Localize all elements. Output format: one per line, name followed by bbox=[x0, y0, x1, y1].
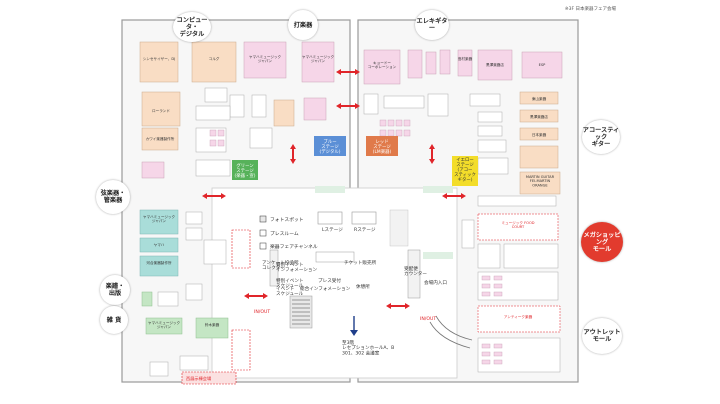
route-arrows bbox=[204, 71, 464, 307]
shop-label-right-1: 島村楽器 bbox=[458, 56, 473, 61]
walkway-lower bbox=[423, 252, 453, 259]
press-label: プレス受付 bbox=[318, 277, 341, 284]
in-out-right-text: IN/OUT bbox=[420, 316, 436, 322]
event-schedule2-label: イベントスケジュール bbox=[276, 286, 304, 297]
category-drums[interactable]: 打楽器 bbox=[288, 10, 318, 40]
red-stage-label: レッドステージ(LM楽器) bbox=[373, 140, 392, 155]
small-stalls bbox=[209, 119, 503, 365]
r-stage-label: Rステージ bbox=[354, 227, 376, 233]
ticket-label: チケット販売所 bbox=[344, 259, 377, 266]
legend-label-1: プレスルーム bbox=[270, 231, 299, 237]
category-mega-shopping-mall[interactable]: メガショッピング モール bbox=[581, 222, 623, 262]
legend-label-0: フォトスポット bbox=[270, 216, 304, 223]
shop-label-right-6: 日本楽器 bbox=[532, 132, 547, 137]
legend-icons bbox=[259, 215, 267, 250]
shop-label-left-6: ヤマハミュージックジャパン bbox=[143, 214, 176, 223]
shop-label-right-4: 東山楽器 bbox=[532, 96, 547, 101]
shop-label-right-5: 黒澤楽器店 bbox=[530, 114, 548, 119]
in-out-left-text: IN/OUT bbox=[254, 309, 270, 315]
red-stage bbox=[366, 136, 398, 156]
rest-label: 休憩所 bbox=[356, 283, 370, 290]
l-stage-label: Lステージ bbox=[322, 227, 343, 233]
down-arrow-head bbox=[350, 330, 358, 336]
category-digital[interactable]: コンピュータ・ デジタル bbox=[173, 12, 211, 42]
arrow-heads bbox=[202, 69, 466, 309]
event-info-label: 特別イベントインフォメーション bbox=[276, 261, 318, 273]
shop-label-left-7: ヤマハ bbox=[154, 242, 165, 247]
shop-label-left-2: ヤマハミュージックジャパン bbox=[249, 54, 282, 63]
shop-label-right-3: ESP bbox=[539, 63, 547, 67]
category-goods[interactable]: 雑 貨 bbox=[100, 306, 128, 334]
mall-label-1: アンティーク楽器 bbox=[504, 314, 533, 319]
general-info-label: 総合インフォメーション bbox=[300, 285, 351, 292]
shop-label-left-1: ローランド bbox=[152, 108, 170, 113]
category-electric-guitar[interactable]: エレキギター bbox=[415, 10, 449, 40]
west-hall-text: 西展示棟会場 bbox=[186, 375, 212, 382]
walkway-right bbox=[423, 186, 453, 193]
shop-label-left-8: 河合楽器製作所 bbox=[146, 260, 172, 265]
curved-ramp bbox=[429, 321, 471, 349]
blue-stage-label: ブルーステージ(デジタル) bbox=[320, 138, 341, 155]
shop-label-left-4: カワイ楽器製作所 bbox=[146, 136, 175, 141]
left-booths bbox=[139, 41, 335, 385]
enquete-label: アンケート投函所コレクター bbox=[262, 259, 299, 271]
legend-label-2: 楽器フェアチャンネル bbox=[270, 243, 318, 250]
category-outlet-mall[interactable]: アウトレット モール bbox=[582, 318, 622, 354]
counter-label: 受配便カウンター bbox=[404, 265, 427, 277]
shop-label-left-5: ヤマハミュージックジャパン bbox=[302, 54, 335, 63]
shop-label-left-10: 鈴木楽器 bbox=[205, 322, 220, 327]
stage-labels: ブルーステージ(デジタル) レッドステージ(LM楽器) グリーンステージ(楽器・… bbox=[235, 138, 476, 183]
shop-labels-right: キョードーコーポレーション 島村楽器 黒澤楽器店 ESP 東山楽器 黒澤楽器店 … bbox=[368, 56, 555, 187]
green-stage bbox=[232, 160, 258, 180]
note-label: ※3F 日本楽器フェア会場 bbox=[564, 7, 616, 12]
shop-label-left-0: シンセサイザー、DJ bbox=[143, 56, 176, 61]
shop-label-left-3: コルグ bbox=[209, 56, 220, 61]
walkway-left bbox=[315, 186, 345, 193]
stages bbox=[232, 136, 478, 186]
category-sheet-music[interactable]: 楽譜・ 出版 bbox=[100, 275, 130, 305]
blue-stage bbox=[314, 136, 346, 156]
yellow-stage-label: イエローステージ(アコースティックギター) bbox=[454, 157, 476, 183]
yellow-stage bbox=[452, 156, 478, 186]
shop-label-right-0: キョードーコーポレーション bbox=[368, 61, 397, 69]
legend-labels: フォトスポット プレスルーム 楽器フェアチャンネル bbox=[270, 216, 318, 250]
green-stage-label: グリーンステージ(楽器・宣) bbox=[235, 162, 256, 179]
category-wind[interactable]: 弦楽器・ 管楽器 bbox=[96, 180, 130, 214]
venue-entrance-label: 会場内入口 bbox=[424, 279, 447, 286]
shop-label-left-9: ヤマハミュージックジャパン bbox=[148, 320, 181, 329]
event-schedule-label: 特別イベントスケジュール bbox=[276, 277, 304, 289]
central-labels: Lステージ Rステージ 特別イベントインフォメーション チケット販売所 特別イベ… bbox=[262, 227, 447, 356]
shop-label-right-2: 黒澤楽器店 bbox=[486, 62, 504, 67]
shop-labels-left: シンセサイザー、DJ ローランド ヤマハミュージックジャパン コルグ カワイ楽器… bbox=[143, 54, 335, 329]
right-booths bbox=[363, 49, 563, 373]
category-acoustic-guitar[interactable]: アコースティック ギター bbox=[582, 120, 620, 154]
escalator-lines bbox=[292, 299, 310, 325]
